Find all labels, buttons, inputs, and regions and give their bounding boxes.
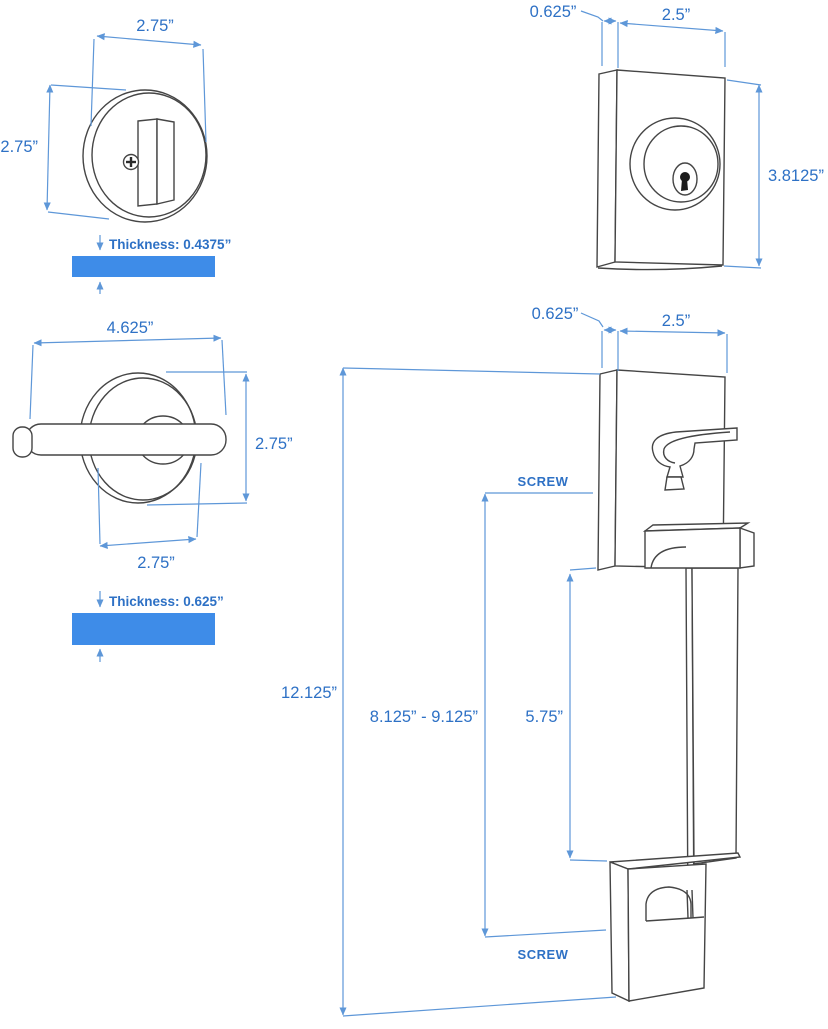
ext-line [726,79,762,86]
lever-width-label: 4.625” [107,319,154,337]
grip-mount-right [739,527,755,569]
handleset-view: 0.625” 2.5” 12.125” SCREW SCREW 8.125” -… [281,305,755,1017]
handleset-overall-height-dimension: 12.125” [281,367,617,1017]
handleset-plate-side [597,369,618,571]
handleset-screw-span-label: 8.125” - 9.125” [370,708,478,726]
handleset-side-label: 0.625” [532,305,579,323]
thumbturn-thickness-label: Thickness: 0.4375” [109,237,231,252]
grip-block-front [627,863,707,1002]
handleset-overall-height-label: 12.125” [281,684,337,702]
deadbolt-exterior-view: 0.625” 2.5” 3.8125” [530,3,824,271]
ext-line [196,462,202,538]
dim-line [619,20,724,34]
keyhole-tail [681,179,688,191]
lever-width-dimension: 4.625” [29,319,227,420]
screw-top-label: SCREW [518,474,569,489]
handleset-side-dimension: 0.625” [532,305,619,371]
dim-line [33,334,222,347]
screw-bottom-label: SCREW [518,947,569,962]
thickness-bar [72,613,215,645]
thumbturn-width-label: 2.75” [136,17,174,35]
grip-bar-front [691,567,739,865]
ext-line [342,996,617,1017]
dim-line [96,33,202,48]
thumbturn-height-label: 2.75” [0,138,38,156]
ext-line [97,467,101,545]
grip-bar-in-arch-line [691,889,694,919]
lever-end-cap [12,426,33,458]
grip-block-left [609,860,630,1003]
ext-line [202,48,207,143]
grip-block-arch [645,886,692,921]
ext-line [484,929,607,938]
thumbturn-view: 2.75” 2.75” [0,17,208,223]
grip-block-arch-lip [645,916,705,922]
dim-line [619,327,726,337]
lever-rose-dimension: 2.75” [97,462,202,572]
deadbolt-plate-bottom-edge [597,265,723,271]
ext-line [90,38,95,127]
ext-line [723,265,762,269]
grip-mount-front [644,527,741,569]
ext-line [146,502,248,506]
thumbturn-thickness-indicator: Thickness: 0.4375” [72,235,231,294]
handleset-grip-length-label: 5.75” [525,708,563,726]
ext-line [50,84,127,91]
thumbturn-tab-side [156,118,175,205]
deadbolt-width-dimension: 2.5” [619,6,726,67]
lever-bar [25,423,227,456]
thumbturn-width-dimension: 2.75” [90,17,207,143]
deadbolt-cylinder-outer-ring [629,117,721,211]
thumbturn-tab-front [137,118,158,207]
handleset-width-dimension: 2.5” [619,312,728,373]
lever-thickness-label: Thickness: 0.625” [109,594,224,609]
deadbolt-height-label: 3.8125” [768,167,824,185]
grip-mount-arc [650,546,687,569]
deadbolt-height-dimension: 3.8125” [723,79,824,269]
deadbolt-side-dimension: 0.625” [530,3,619,68]
deadbolt-cylinder-inner-ring [643,125,719,203]
grip-bar-in-arch-line [686,889,689,919]
thickness-bar [72,256,215,277]
deadbolt-plate-side [596,69,618,268]
ext-line [569,859,608,862]
lever-height-dimension: 2.75” [146,371,293,506]
leader-line [580,10,604,22]
ext-line [569,567,597,571]
ext-line [342,367,601,375]
handleset-width-label: 2.5” [662,312,690,330]
thumbturn-rose-inner-edge [91,92,207,218]
ext-line [29,344,34,420]
lever-height-label: 2.75” [255,435,293,453]
thumb-paddle [651,427,738,478]
handleset-screw-span-dimension: SCREW SCREW 8.125” - 9.125” [370,474,607,962]
dim-line [43,84,54,211]
deadbolt-side-label: 0.625” [530,3,577,21]
ext-line [47,211,110,220]
handleset-grip-length-dimension: 5.75” [525,567,608,862]
lever-thickness-indicator: Thickness: 0.625” [72,591,224,662]
thumb-paddle-scoop-line [662,431,731,464]
ext-line [221,339,227,416]
leader-line [580,312,604,328]
dim-line [99,535,197,550]
deadbolt-width-label: 2.5” [662,6,690,24]
thumbturn-height-dimension: 2.75” [0,84,127,220]
lever-view: 4.625” 2.75” 2.75” [12,319,293,572]
lever-rose-label: 2.75” [137,554,175,572]
thumb-paddle-foot [664,476,685,491]
